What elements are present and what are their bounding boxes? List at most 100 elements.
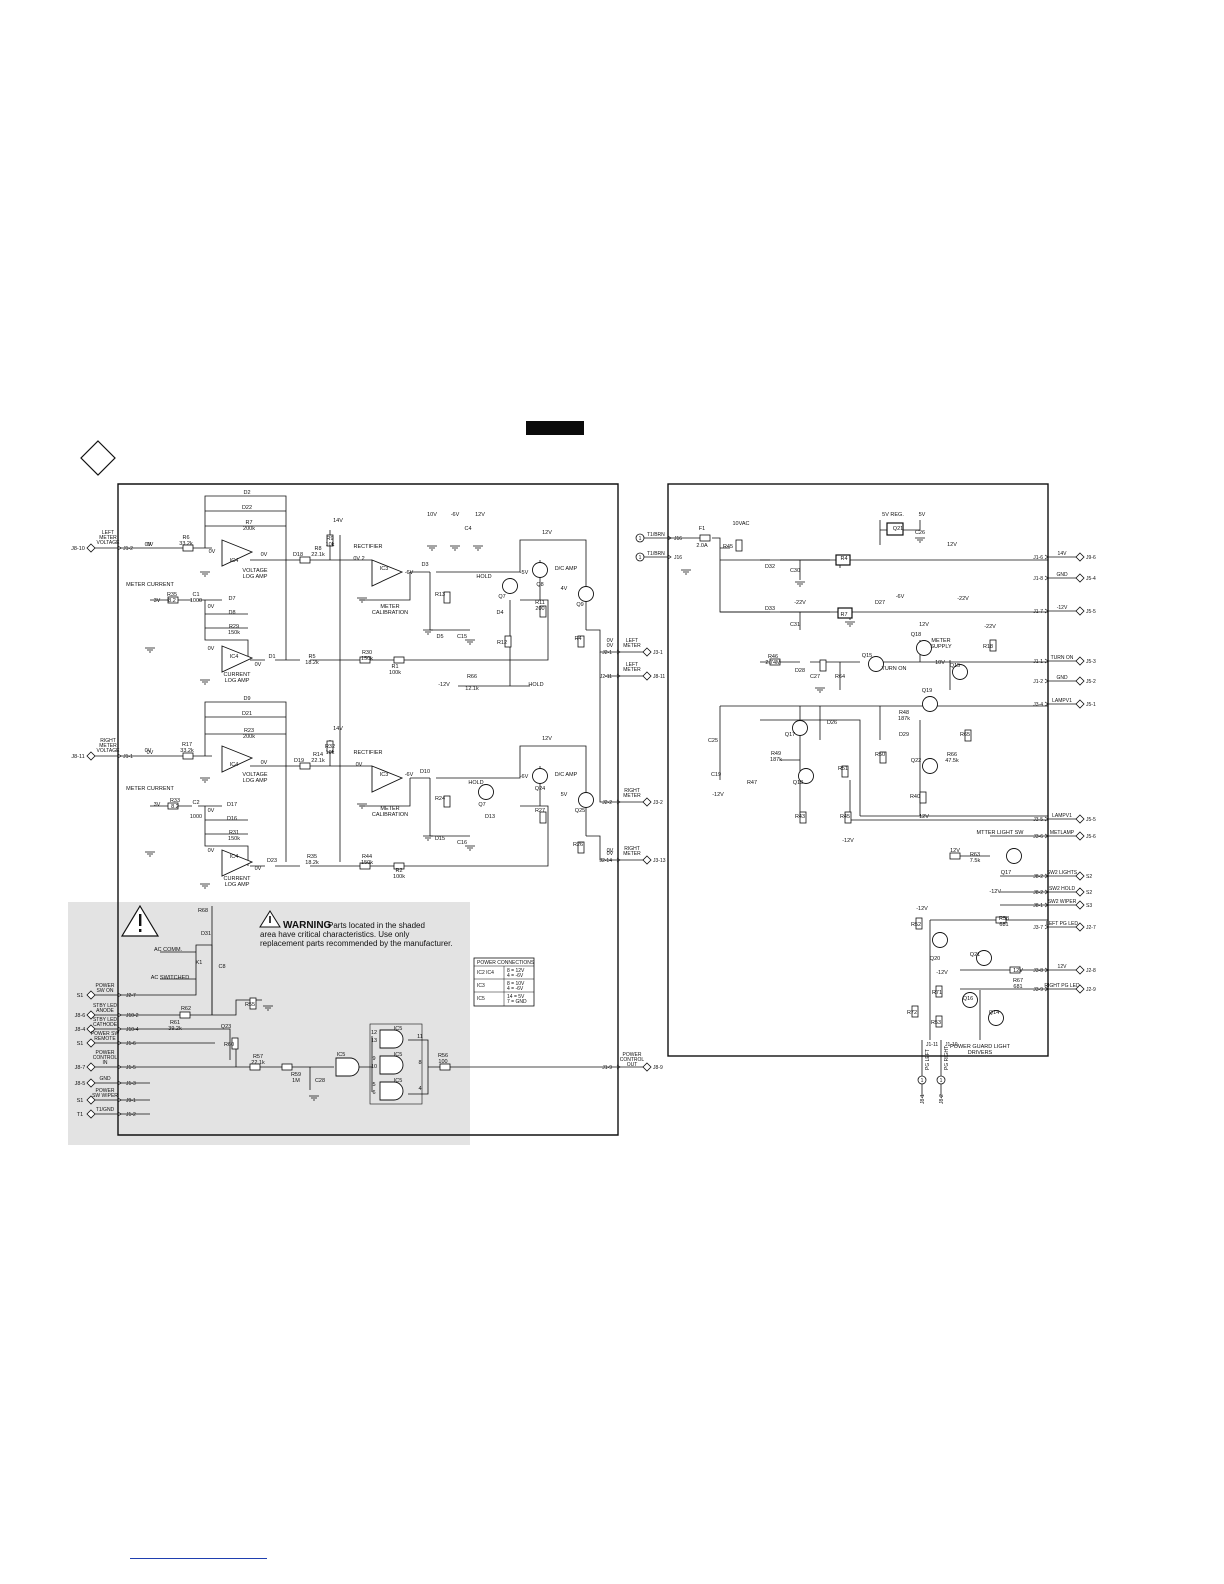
ground-symbol xyxy=(145,647,155,653)
wire-path xyxy=(150,805,249,866)
transistor-symbol xyxy=(478,784,494,800)
jack-label: J1-3 xyxy=(126,1081,136,1087)
transistor-symbol xyxy=(1006,848,1022,864)
jack-label: J1-11 xyxy=(926,1042,938,1048)
connector-name: SW2 WIPER xyxy=(1048,899,1077,905)
component-label: -12V xyxy=(842,838,854,844)
connector-tag: S1 xyxy=(77,993,84,999)
component-label: Q21 xyxy=(893,526,903,532)
voltage-label: 0V xyxy=(209,549,216,555)
component-label: C27 xyxy=(810,674,820,680)
power-table-pins: 4 = -6V xyxy=(507,986,524,992)
voltage-label: -12V xyxy=(438,682,450,688)
resistor-symbol xyxy=(935,1015,943,1028)
connector-tag: J5-2 xyxy=(1086,679,1096,685)
transistor-symbol xyxy=(932,932,948,948)
voltage-label: 0V xyxy=(145,542,152,548)
connector-diamond xyxy=(1075,900,1085,910)
voltage-label: 0V xyxy=(261,760,268,766)
component-label: -12V xyxy=(916,906,928,912)
connector-tag: S1 xyxy=(77,1041,84,1047)
input-name: VOLTAGE xyxy=(97,748,121,754)
component-label: Q22 xyxy=(911,758,921,764)
connector-tag: J8-10 xyxy=(71,546,85,552)
transistor-symbol xyxy=(916,640,932,656)
input-name: METER xyxy=(99,535,117,541)
transistor-symbol xyxy=(792,720,808,736)
nand-gate xyxy=(379,1029,404,1049)
output-name: RIGHT xyxy=(624,846,640,852)
power-table-pins: 8 = 10V xyxy=(507,981,525,987)
wire-path xyxy=(929,919,1048,1040)
component-label: C30 xyxy=(790,568,800,574)
connector-num: 1 xyxy=(639,536,642,542)
component-label: R51 xyxy=(838,766,848,772)
component-label: C25 xyxy=(708,738,718,744)
transistor-symbol xyxy=(578,792,594,808)
ground-symbol xyxy=(427,545,437,551)
component-label: IC5 xyxy=(394,1052,403,1058)
voltage-label: 3V xyxy=(154,598,161,604)
component-label: CALIBRATION xyxy=(372,812,408,818)
pin-number: 9 xyxy=(372,1056,375,1062)
output-name: LEFT xyxy=(626,662,638,668)
resistor-symbol xyxy=(393,862,405,870)
component-label: METER xyxy=(380,604,399,610)
component-label: AC SWITCHED xyxy=(151,975,190,981)
connector-name: POWER xyxy=(96,1088,115,1094)
component-label: Q7 xyxy=(498,594,505,600)
warning-line-1: Parts located in the shaded xyxy=(328,921,425,930)
connector-name: PG LEFT xyxy=(925,1049,931,1070)
component-label: R4 xyxy=(574,636,581,642)
component-label: D7 xyxy=(228,596,235,602)
nand-gate xyxy=(379,1055,404,1075)
voltage-label: -5V xyxy=(520,570,529,576)
connector-name: LAMPV1 xyxy=(1052,813,1072,819)
connector-tag: J8-4 xyxy=(75,1027,86,1033)
component-label: 47.5k xyxy=(945,758,959,764)
component-label: Q18 xyxy=(911,632,921,638)
component-label: R57 xyxy=(253,1054,263,1060)
component-label: AC COMM. xyxy=(154,947,183,953)
component-label: R12 xyxy=(497,640,507,646)
connector-diamond xyxy=(1075,676,1085,686)
resistor-symbol xyxy=(577,635,585,648)
warning-line-2: area have critical characteristics. Use … xyxy=(260,930,409,939)
wire-path xyxy=(150,599,249,660)
component-label: LOG AMP xyxy=(225,678,250,684)
component-label: -22V xyxy=(984,624,996,630)
wire-path xyxy=(760,559,1048,580)
resistor-symbol xyxy=(911,1005,919,1018)
connector-diamond xyxy=(642,1062,652,1072)
jack-label: J3-6 xyxy=(1033,834,1043,840)
component-label: 33.2k xyxy=(179,541,193,547)
jack-label: J2-11 xyxy=(600,674,612,680)
footer-link-line[interactable] xyxy=(130,1558,267,1559)
component-label: R56 xyxy=(438,1053,448,1059)
jack-chevron xyxy=(117,1064,122,1070)
transistor-symbol xyxy=(578,586,594,602)
component-label: 150k xyxy=(361,860,373,866)
resistor-symbol xyxy=(577,841,585,854)
connector-diamond xyxy=(1075,814,1085,824)
connector-diamond xyxy=(86,1109,96,1119)
voltage-label: 10V xyxy=(427,512,437,518)
component-label: R52 xyxy=(911,922,921,928)
component-label: IC4 xyxy=(230,854,239,860)
voltage-label: 0V xyxy=(208,604,215,610)
voltage-label: 0V xyxy=(145,748,152,754)
ground-symbol xyxy=(357,803,367,809)
output-name: RIGHT xyxy=(624,788,640,794)
voltage-label: 0V xyxy=(147,750,154,756)
jack-label: J1-6 xyxy=(1033,555,1043,561)
connector-tag: J8-5 xyxy=(75,1081,86,1087)
voltage-label: 0V xyxy=(607,643,614,649)
voltage-label: -6V xyxy=(405,772,414,778)
connector-tag: J5-6 xyxy=(1086,834,1096,840)
voltage-label: 0V xyxy=(607,848,614,854)
connector-num: 1 xyxy=(639,555,642,561)
component-label: R30 xyxy=(362,650,372,656)
transistor-symbol xyxy=(988,1010,1004,1026)
warning-title: WARNING xyxy=(283,920,332,931)
voltage-label: C4 xyxy=(464,526,471,532)
